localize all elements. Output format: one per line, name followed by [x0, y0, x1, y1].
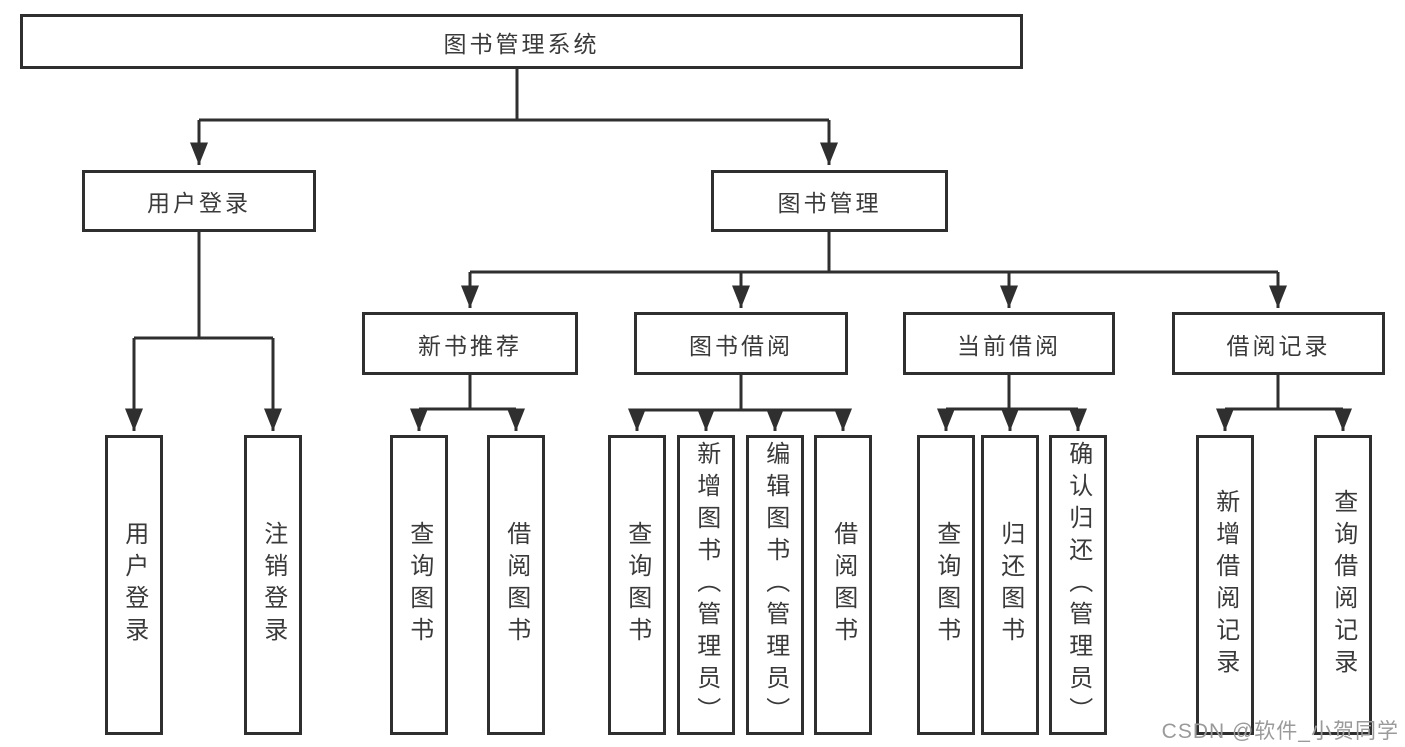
leaf-label: 查询图书 — [405, 521, 433, 649]
leaf-label: 查询图书 — [932, 521, 960, 649]
leaf-add-borrow-record: 新增借阅记录 — [1196, 435, 1254, 735]
node-label: 图书管理 — [777, 190, 882, 216]
node-book-management: 图书管理 — [711, 170, 948, 232]
node-label: 图书管理系统 — [443, 30, 600, 57]
leaf-edit-book-admin: 编辑图书（管理员） — [746, 435, 804, 735]
node-user-login: 用户登录 — [82, 170, 316, 232]
leaf-query-books-borrow: 查询图书 — [608, 435, 666, 735]
leaf-label: 查询借阅记录 — [1329, 489, 1357, 681]
leaf-add-book-admin: 新增图书（管理员） — [677, 435, 735, 735]
node-borrow-records: 借阅记录 — [1172, 312, 1385, 375]
leaf-label: 确认归还（管理员） — [1064, 441, 1092, 729]
leaf-label: 新增借阅记录 — [1211, 489, 1239, 681]
node-book-borrow: 图书借阅 — [634, 312, 848, 375]
leaf-query-borrow-record: 查询借阅记录 — [1314, 435, 1372, 735]
node-label: 借阅记录 — [1226, 332, 1331, 359]
leaf-query-books-recommend: 查询图书 — [390, 435, 448, 735]
csdn-watermark: CSDN @软件_小贺同学 — [1161, 720, 1399, 743]
node-label: 用户登录 — [147, 190, 251, 216]
leaf-label: 用户登录 — [120, 521, 148, 649]
node-label: 图书借阅 — [689, 332, 793, 359]
leaf-borrow-books: 借阅图书 — [814, 435, 872, 735]
leaf-label: 编辑图书（管理员） — [761, 441, 789, 729]
node-current-borrow: 当前借阅 — [903, 312, 1115, 375]
leaf-query-books-current: 查询图书 — [917, 435, 975, 735]
leaf-label: 查询图书 — [623, 521, 651, 649]
leaf-confirm-return-admin: 确认归还（管理员） — [1049, 435, 1107, 735]
node-new-book-recommend: 新书推荐 — [362, 312, 578, 375]
node-library-system: 图书管理系统 — [20, 14, 1023, 69]
node-label: 新书推荐 — [418, 332, 522, 359]
leaf-label: 借阅图书 — [502, 521, 530, 649]
leaf-return-books: 归还图书 — [981, 435, 1039, 735]
node-label: 当前借阅 — [957, 332, 1061, 359]
leaf-logout: 注销登录 — [244, 435, 302, 735]
leaf-label: 注销登录 — [259, 521, 287, 649]
leaf-label: 借阅图书 — [829, 521, 857, 649]
leaf-borrow-books-recommend: 借阅图书 — [487, 435, 545, 735]
leaf-user-login: 用户登录 — [105, 435, 163, 735]
leaf-label: 新增图书（管理员） — [692, 441, 720, 729]
leaf-label: 归还图书 — [996, 521, 1024, 649]
